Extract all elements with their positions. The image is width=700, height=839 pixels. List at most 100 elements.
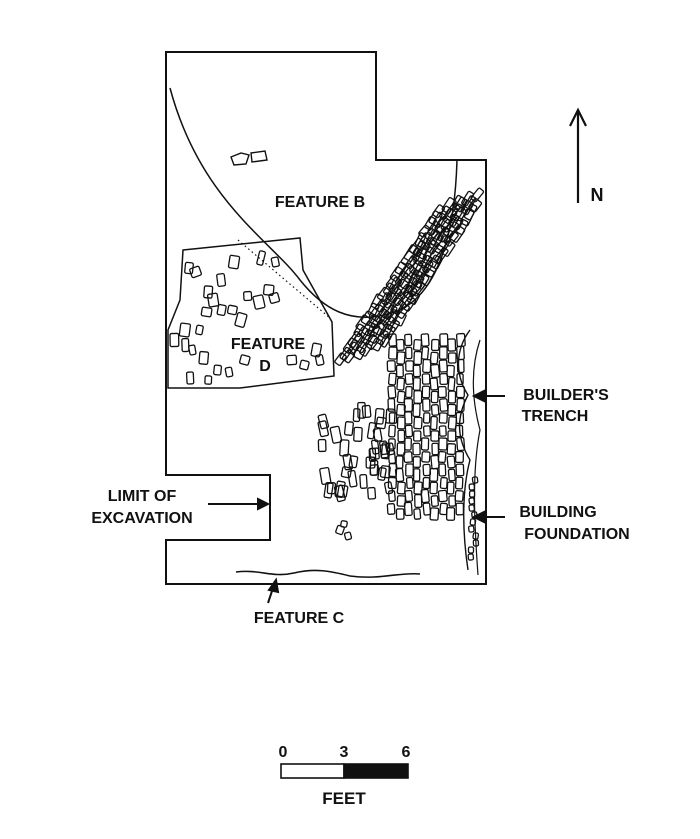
stone [341, 349, 356, 364]
stone [270, 256, 280, 268]
stone [405, 463, 414, 477]
stone [366, 421, 377, 440]
stone [447, 416, 458, 430]
stone [455, 385, 465, 399]
stone [323, 481, 334, 499]
stone [226, 304, 238, 316]
stone [405, 385, 413, 399]
stone [181, 337, 190, 353]
stone [391, 299, 407, 316]
stone [185, 371, 195, 385]
stone [361, 404, 372, 419]
stone [447, 430, 457, 442]
stone [329, 425, 343, 444]
stone [412, 402, 421, 418]
stone [333, 484, 346, 503]
stone [268, 292, 281, 304]
stone [374, 407, 385, 425]
stone [216, 272, 227, 288]
stone [387, 318, 401, 333]
label-feature-d-line2: D [259, 358, 271, 375]
stone [412, 377, 421, 391]
stone [342, 453, 354, 471]
feature-b-dotted-line [237, 239, 331, 319]
stone [467, 553, 475, 561]
stone [437, 450, 447, 464]
stone [404, 372, 414, 386]
arrow-builders-trench [471, 389, 505, 403]
stone [374, 307, 389, 325]
stone [448, 213, 460, 227]
stone [455, 502, 465, 516]
stone [198, 350, 210, 365]
stone [169, 332, 180, 348]
stone [444, 230, 459, 247]
stone [334, 480, 346, 499]
stone [438, 425, 447, 437]
excavation-boundary [165, 51, 487, 585]
stone [388, 462, 398, 478]
stone [388, 346, 398, 360]
stone [216, 303, 227, 317]
stone [403, 501, 413, 517]
scale-bar: 0 3 6 FEET [279, 744, 411, 808]
stone [367, 302, 380, 317]
stone [387, 309, 400, 324]
stone [425, 239, 440, 255]
stone [430, 415, 438, 431]
builders-trench-line [457, 329, 471, 571]
stone [372, 427, 383, 443]
stone [446, 364, 455, 378]
stone [319, 466, 332, 486]
stone [188, 344, 197, 356]
stone [370, 315, 383, 329]
stone [439, 333, 449, 347]
stone [438, 346, 448, 360]
stone [468, 483, 476, 491]
stone [252, 294, 266, 310]
stone [340, 466, 353, 479]
stone [396, 303, 410, 319]
stone [393, 311, 407, 327]
stone [403, 451, 413, 464]
stone [446, 507, 456, 521]
arrow-building-foundation [471, 510, 505, 524]
stone [414, 273, 430, 290]
stone [429, 481, 439, 495]
label-builders-line1: BUILDER'S [523, 387, 609, 404]
stone [431, 442, 440, 456]
stone [400, 250, 416, 267]
stone [206, 292, 220, 308]
stone [352, 408, 361, 423]
stone [227, 254, 241, 270]
stone [404, 437, 412, 451]
stone-pair-north [230, 150, 268, 166]
stone [413, 430, 422, 442]
stone [420, 346, 430, 360]
stone [396, 495, 407, 507]
label-north: N [591, 185, 604, 205]
stone [446, 443, 457, 456]
stone [421, 385, 431, 399]
stone [412, 364, 422, 378]
stone [439, 372, 449, 386]
stone [404, 411, 413, 425]
stone [430, 338, 440, 352]
stone [383, 481, 394, 495]
stone [422, 425, 432, 437]
stone [414, 493, 423, 508]
label-feature-c: FEATURE C [254, 610, 345, 627]
stone [421, 373, 431, 385]
stone [460, 208, 475, 227]
stone [446, 455, 456, 469]
stone [256, 250, 266, 266]
stone [447, 403, 457, 417]
scale-tick-3: 3 [340, 744, 349, 761]
stone [413, 508, 422, 520]
stone [411, 280, 426, 297]
stone [358, 342, 373, 357]
scale-tick-0: 0 [279, 744, 288, 761]
stone [405, 346, 413, 360]
stone [340, 520, 348, 528]
stone [379, 444, 389, 459]
